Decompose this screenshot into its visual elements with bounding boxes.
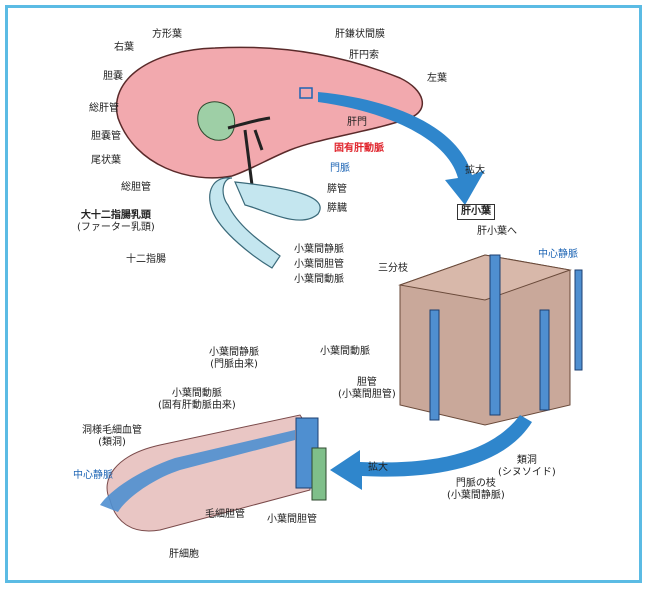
label-bile-duct-sub: (小葉間胆管) bbox=[338, 389, 396, 401]
label-cystic-duct: 胆嚢管 bbox=[91, 131, 121, 143]
label-magnify-1: 拡大 bbox=[465, 165, 485, 177]
label-interlobular-bile-duct: 小葉間胆管 bbox=[294, 259, 344, 271]
label-proper-hepatic-artery: 固有肝動脈 bbox=[334, 143, 384, 155]
label-common-hepatic-duct: 総肝管 bbox=[89, 103, 119, 115]
label-bile-canaliculus: 毛細胆管 bbox=[205, 509, 245, 521]
label-right-lobe: 右葉 bbox=[114, 42, 134, 54]
portal-vessel-left bbox=[430, 310, 439, 420]
label-detail-vein: 小葉間静脈 (門脈由来) bbox=[209, 347, 259, 371]
label-bile-duct-main: 胆管 bbox=[338, 377, 396, 389]
label-triad: 三分枝 bbox=[378, 263, 408, 275]
label-left-lobe: 左葉 bbox=[427, 73, 447, 85]
portal-vessel-back bbox=[575, 270, 582, 370]
label-major-papilla: 大十二指腸乳頭 (ファーター乳頭) bbox=[77, 210, 155, 234]
label-pancreatic-duct: 膵管 bbox=[327, 184, 347, 196]
label-hepatocyte: 肝細胞 bbox=[169, 549, 199, 561]
label-common-bile-duct: 総胆管 bbox=[121, 182, 151, 194]
label-bile-duct: 胆管 (小葉間胆管) bbox=[338, 377, 396, 401]
label-gallbladder: 胆嚢 bbox=[103, 71, 123, 83]
label-central-vein-detail: 中心静脈 bbox=[73, 470, 113, 482]
central-vein-vessel bbox=[490, 255, 500, 415]
label-quadrate-lobe: 方形葉 bbox=[152, 29, 182, 41]
label-caudate-lobe: 尾状葉 bbox=[91, 155, 121, 167]
detail-artery-vessel bbox=[312, 448, 326, 500]
label-sinusoid-capillary: 洞様毛細血管 (類洞) bbox=[82, 425, 142, 449]
label-pancreas: 膵臓 bbox=[327, 203, 347, 215]
label-major-papilla-main: 大十二指腸乳頭 bbox=[77, 210, 155, 222]
label-triad-group: 小葉間静脈 小葉間胆管 小葉間動脈 bbox=[294, 244, 344, 286]
label-sinusoid-sub: (シヌソイド) bbox=[498, 467, 556, 479]
label-detail-artery-main: 小葉間動脈 bbox=[158, 388, 236, 400]
label-portal-branch-sub: (小葉間静脈) bbox=[447, 490, 505, 502]
label-portal-branch-main: 門脈の枝 bbox=[447, 478, 505, 490]
label-interlobular-artery-2: 小葉間動脈 bbox=[320, 346, 370, 358]
label-porta-hepatis: 肝門 bbox=[347, 117, 367, 129]
label-to-lobule: 肝小葉へ bbox=[477, 226, 517, 238]
label-interlobular-artery: 小葉間動脈 bbox=[294, 274, 344, 286]
label-detail-bile-duct: 小葉間胆管 bbox=[267, 514, 317, 526]
label-round-ligament: 肝円索 bbox=[349, 50, 379, 62]
label-hepatic-lobule: 肝小葉 bbox=[457, 204, 495, 220]
label-detail-artery-sub: (固有肝動脈由来) bbox=[158, 400, 236, 412]
label-portal-vein: 門脈 bbox=[330, 163, 350, 175]
label-sinusoid-capillary-main: 洞様毛細血管 bbox=[82, 425, 142, 437]
label-detail-artery: 小葉間動脈 (固有肝動脈由来) bbox=[158, 388, 236, 412]
label-falciform-ligament: 肝鎌状間膜 bbox=[335, 29, 385, 41]
label-portal-branch: 門脈の枝 (小葉間静脈) bbox=[447, 478, 505, 502]
label-interlobular-vein: 小葉間静脈 bbox=[294, 244, 344, 256]
label-sinusoid-main: 類洞 bbox=[498, 455, 556, 467]
label-sinusoid: 類洞 (シヌソイド) bbox=[498, 455, 556, 479]
label-sinusoid-capillary-sub: (類洞) bbox=[82, 437, 142, 449]
label-detail-vein-main: 小葉間静脈 bbox=[209, 347, 259, 359]
label-duodenum: 十二指腸 bbox=[126, 254, 166, 266]
label-central-vein-top: 中心静脈 bbox=[538, 249, 578, 261]
label-magnify-2: 拡大 bbox=[368, 462, 388, 474]
label-detail-vein-sub: (門脈由来) bbox=[209, 359, 259, 371]
portal-vessel-right bbox=[540, 310, 549, 410]
label-major-papilla-sub: (ファーター乳頭) bbox=[77, 222, 155, 234]
